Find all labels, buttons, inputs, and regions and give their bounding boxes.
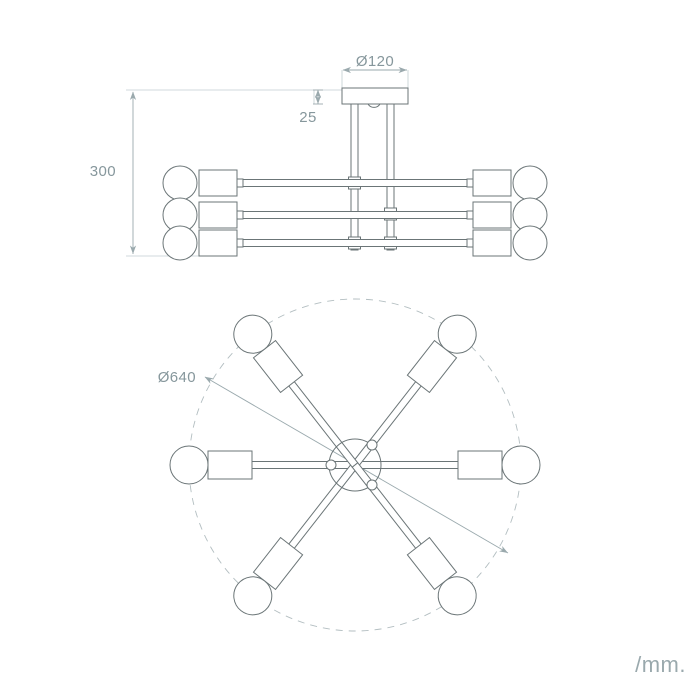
arm-row-top: [217, 179, 499, 187]
socket-right-middle: [472, 201, 512, 229]
side-elevation-view: 300 25 Ø120: [90, 53, 548, 261]
arm-rod-northeast: [351, 375, 427, 468]
dimension-label-canopy-diameter: Ø120: [356, 53, 394, 70]
plan-arm-west: [169, 445, 356, 485]
unit-label: /mm.: [635, 652, 686, 677]
bulb-west: [169, 445, 209, 485]
socket-west: [207, 450, 253, 480]
bulb-east: [501, 445, 541, 485]
socket-left-middle: [198, 201, 238, 229]
bulb-right-bottom: [512, 225, 548, 261]
arm-rod-east: [354, 461, 466, 469]
socket-left-top: [198, 169, 238, 197]
vertical-stems: [348, 103, 397, 251]
hub-joint-northeast: [366, 439, 378, 451]
socket-right-middle-tip: [466, 210, 474, 220]
arm-rod-west: [244, 461, 356, 469]
socket-right-top: [472, 169, 512, 197]
arm-row-middle: [217, 211, 499, 219]
dimension-label-spread-diameter: Ø640: [158, 369, 196, 386]
arm-row-bottom: [217, 239, 499, 247]
hub-joint-southeast: [366, 479, 378, 491]
canopy-body: [341, 87, 409, 105]
dimension-label-canopy-height: 25: [299, 109, 317, 126]
dimension-label-total-height: 300: [90, 163, 116, 180]
bulb-right-top: [512, 165, 548, 201]
bulb-northwest: [233, 314, 273, 354]
socket-right-bottom: [472, 229, 512, 257]
stem-right: [386, 103, 395, 251]
plan-arm-east: [354, 445, 541, 485]
bulb-left-bottom: [162, 225, 198, 261]
socket-east: [457, 450, 503, 480]
ceiling-canopy-plate: [341, 87, 409, 107]
bulb-northeast: [437, 314, 477, 354]
socket-right-top-tip: [466, 178, 474, 188]
socket-left-top-tip: [236, 178, 244, 188]
bulb-southeast: [437, 576, 477, 616]
socket-left-bottom: [198, 229, 238, 257]
arm-rod-southeast: [351, 462, 427, 555]
bulb-southwest: [233, 576, 273, 616]
elevation-right-lamps: [466, 165, 548, 261]
socket-left-bottom-tip: [236, 238, 244, 248]
elevation-left-lamps: [162, 165, 244, 261]
dimension-canopy-diameter: Ø120: [341, 53, 409, 88]
arm-rod-northwest: [283, 375, 359, 468]
socket-left-middle-tip: [236, 210, 244, 220]
hub-joint-west: [325, 459, 337, 471]
bulb-left-top: [162, 165, 198, 201]
arm-rod-southwest: [283, 462, 359, 555]
dimension-total-height: 300: [90, 91, 137, 254]
socket-right-bottom-tip: [466, 238, 474, 248]
canopy-nub: [368, 104, 380, 107]
dimension-canopy-height: 25: [299, 89, 323, 126]
bottom-plan-view: Ø640: [158, 298, 541, 632]
